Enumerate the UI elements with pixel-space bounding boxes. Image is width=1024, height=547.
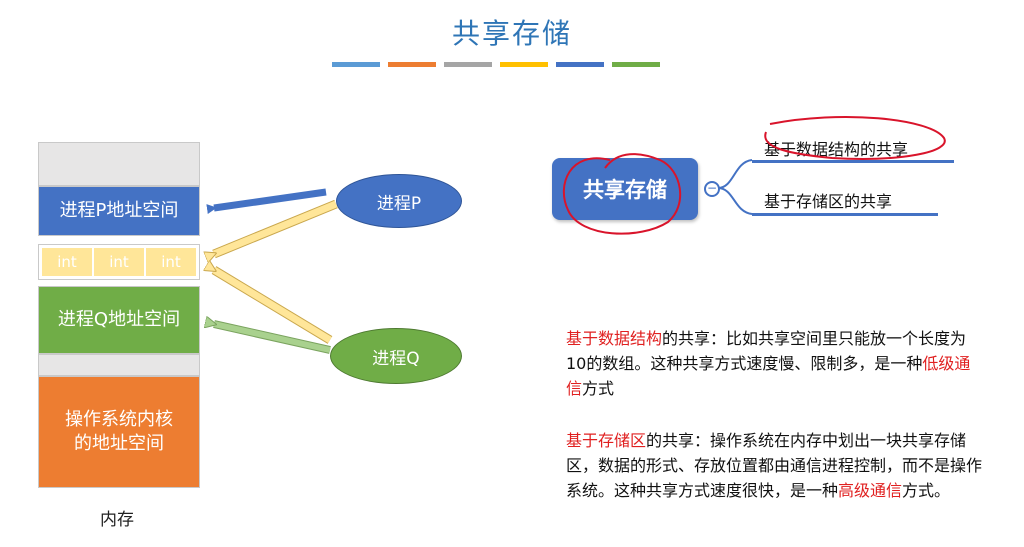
- mindmap-connector: [717, 159, 753, 215]
- paragraph1-tail: 方式: [582, 379, 615, 398]
- title-color-bar-2: [388, 62, 436, 67]
- q-address-space: 进程Q地址空间: [38, 286, 200, 354]
- paragraph2-text: 的共享：操作系统在内存中划出一块共享存储区，数据的形式、存放位置都由通信进程控制…: [566, 431, 983, 500]
- shared-int-array: int int int: [38, 244, 200, 280]
- p-address-space-label: 进程P地址空间: [59, 199, 179, 221]
- mindmap-branch-storage-area[interactable]: 基于存储区的共享: [764, 192, 893, 211]
- mindmap-root-label: 共享存储: [583, 178, 667, 202]
- int-cell: int: [145, 247, 197, 277]
- process-p: 进程P: [336, 174, 462, 228]
- kernel-label-line1: 操作系统内核: [65, 408, 173, 430]
- process-q: 进程Q: [330, 328, 462, 384]
- mindmap-branch2-underline: [752, 213, 938, 216]
- q-address-space-label: 进程Q地址空间: [57, 308, 181, 330]
- mindmap-branch1-underline: [752, 160, 954, 163]
- paragraph1-text: 的共享：比如共享空间里只能放一个长度为10的数组。这种共享方式速度慢、限制多，是…: [566, 329, 967, 373]
- highlight-data-structure: 基于数据结构: [566, 329, 663, 348]
- arrow-p-to-p-space: [206, 188, 327, 214]
- int-cell: int: [93, 247, 145, 277]
- page-title: 共享存储: [451, 17, 572, 50]
- title-color-bar-5: [556, 62, 604, 67]
- kernel-address-space: 操作系统内核 的地址空间: [38, 376, 200, 488]
- process-p-label: 进程P: [376, 193, 422, 214]
- process-q-label: 进程Q: [372, 348, 420, 369]
- annotation-circle-root: [562, 153, 682, 235]
- title-color-bar-4: [500, 62, 548, 67]
- memory-label: 内存: [100, 510, 134, 530]
- title-color-bar-3: [444, 62, 492, 67]
- arrow-p-to-shared: [214, 200, 338, 254]
- title-color-bar-1: [332, 62, 380, 67]
- highlight-storage-area: 基于存储区: [566, 431, 647, 450]
- highlight-high-level: 高级通信: [838, 481, 903, 500]
- int-cell: int: [41, 247, 93, 277]
- mindmap-root[interactable]: 共享存储: [552, 158, 698, 220]
- title-color-bar-6: [612, 62, 660, 67]
- description-data-structure: 基于数据结构的共享：比如共享空间里只能放一个长度为10的数组。这种共享方式速度慢…: [566, 326, 986, 401]
- p-address-space: 进程P地址空间: [38, 186, 200, 236]
- kernel-label-line2: 的地址空间: [74, 433, 164, 454]
- memory-gray-top: [38, 142, 200, 186]
- arrow-q-to-shared: [214, 270, 332, 343]
- annotation-circle-branch1: [764, 115, 946, 160]
- paragraph2-tail: 方式。: [902, 481, 951, 500]
- arrow-q-to-q-space: [214, 324, 331, 353]
- description-storage-area: 基于存储区的共享：操作系统在内存中划出一块共享存储区，数据的形式、存放位置都由通…: [566, 428, 986, 503]
- highlight-low-level: 低级通信: [566, 354, 971, 398]
- memory-gray-middle: [38, 354, 200, 376]
